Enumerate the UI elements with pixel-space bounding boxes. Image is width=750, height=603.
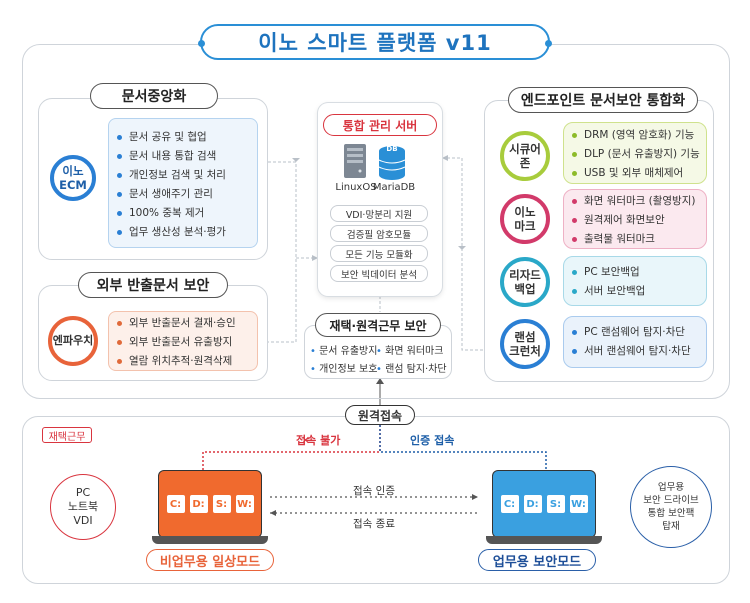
- doc-central-label: 문서중앙화: [90, 83, 218, 109]
- external-doc-list: 외부 반출문서 결재·승인 외부 반출문서 유출방지 열람 위치추적·원격삭제: [115, 314, 257, 371]
- db-icon-label: DB: [386, 145, 398, 153]
- list-item: 문서 내용 통합 검색: [115, 147, 257, 166]
- server-title: 통합 관리 서버: [323, 114, 437, 136]
- ransom-cruncher-list-box: PC 랜섬웨어 탐지·차단 서버 랜섬웨어 탐지·차단: [563, 316, 707, 368]
- connection-auth-label: 접속 인증: [353, 485, 395, 497]
- list-item: • 화면 워터마크: [376, 345, 444, 357]
- list-item: 외부 반출문서 결재·승인: [115, 314, 257, 333]
- drive-icon: S:: [212, 495, 231, 513]
- linux-os-label: LinuxOS: [335, 182, 377, 193]
- database-icon: [378, 146, 406, 180]
- list-item: 서버 보안백업: [570, 282, 706, 301]
- remote-work-label: 재택·원격근무 보안: [315, 313, 441, 337]
- securezone-badge: 시큐어존: [500, 131, 550, 181]
- list-item: USB 및 외부 매체제어: [570, 164, 706, 183]
- drive-icon: S:: [546, 495, 565, 513]
- drive-icon: W:: [569, 495, 588, 513]
- doc-central-list-box: 문서 공유 및 협업 문서 내용 통합 검색 개인정보 검색 및 처리 문서 생…: [108, 118, 258, 248]
- list-item: • 랜섬 탐지·차단: [376, 363, 447, 375]
- list-item: 원격제어 화면보안: [570, 211, 706, 230]
- remote-access-label: 원격접속: [345, 405, 415, 425]
- drive-icon: D:: [189, 495, 208, 513]
- auth-access-label: 인증 접속: [410, 434, 455, 447]
- platform-title: 이노 스마트 플랫폼 v11: [198, 24, 552, 60]
- home-work-tag: 재택근무: [42, 427, 92, 443]
- list-item: 문서 공유 및 협업: [115, 128, 257, 147]
- connection-end-label: 접속 종료: [353, 518, 395, 530]
- mariadb-label: MariaDB: [372, 182, 416, 193]
- doc-central-list: 문서 공유 및 협업 문서 내용 통합 검색 개인정보 검색 및 처리 문서 생…: [115, 128, 257, 242]
- access-blocked-label: 접속 불가: [296, 434, 341, 447]
- list-item: 외부 반출문서 유출방지: [115, 333, 257, 352]
- server-feature: VDI·망분리 지원: [330, 205, 428, 222]
- list-item: DRM (영역 암호화) 기능: [570, 126, 706, 145]
- list-item: 업무 생산성 분석·평가: [115, 223, 257, 242]
- list-item: • 문서 유출방지: [310, 345, 378, 357]
- secure-drive-badge: 업무용 보안 드라이브 통합 보안팩 탑재: [630, 466, 712, 548]
- drive-icon: D:: [523, 495, 542, 513]
- list-item: • 개인정보 보호: [310, 363, 378, 375]
- ino-ecm-badge: 이노 ECM: [50, 155, 96, 201]
- personal-laptop: C: D: S: W:: [152, 470, 268, 548]
- list-item: 100% 중복 제거: [115, 204, 257, 223]
- drive-icon: C:: [500, 495, 519, 513]
- list-item: PC 보안백업: [570, 263, 706, 282]
- laptop-screen: C: D: S: W:: [493, 471, 595, 537]
- ransom-cruncher-badge: 랜섬 크런처: [500, 319, 550, 369]
- inomark-list-box: 화면 워터마크 (촬영방지) 원격제어 화면보안 출력물 워터마크: [563, 189, 707, 249]
- enpouch-badge: 엔파우치: [48, 316, 98, 366]
- laptop-screen: C: D: S: W:: [159, 471, 261, 537]
- list-item: 개인정보 검색 및 처리: [115, 166, 257, 185]
- external-doc-label: 외부 반출문서 보안: [78, 272, 228, 298]
- inomark-badge: 이노 마크: [500, 194, 550, 244]
- securezone-list-box: DRM (영역 암호화) 기능 DLP (문서 유출방지) 기능 USB 및 외…: [563, 122, 707, 184]
- lizard-backup-badge: 리자드 백업: [500, 257, 550, 307]
- server-feature: 검증필 암호모듈: [330, 225, 428, 242]
- work-laptop: C: D: S: W:: [486, 470, 602, 548]
- server-feature: 보안 빅데이터 분석: [330, 265, 428, 282]
- external-doc-list-box: 외부 반출문서 결재·승인 외부 반출문서 유출방지 열람 위치추적·원격삭제: [108, 311, 258, 371]
- home-work-frame: [22, 416, 730, 584]
- linux-server-icon: [344, 144, 366, 178]
- server-feature: 모든 기능 모듈화: [330, 245, 428, 262]
- list-item: 화면 워터마크 (촬영방지): [570, 192, 706, 211]
- drive-icon: C:: [166, 495, 185, 513]
- endpoint-label: 엔드포인트 문서보안 통합화: [508, 87, 698, 113]
- pc-laptop-vdi-badge: PC 노트북 VDI: [50, 474, 116, 540]
- lizard-backup-list-box: PC 보안백업 서버 보안백업: [563, 256, 707, 306]
- list-item: 열람 위치추적·원격삭제: [115, 352, 257, 371]
- list-item: DLP (문서 유출방지) 기능: [570, 145, 706, 164]
- list-item: 서버 랜섬웨어 탐지·차단: [570, 342, 706, 361]
- list-item: 문서 생애주기 관리: [115, 185, 257, 204]
- svg-text:✕: ✕: [301, 434, 310, 447]
- remote-work-items: • 문서 유출방지 • 화면 워터마크 • 개인정보 보호 • 랜섬 탐지·차단: [310, 340, 450, 376]
- personal-mode-label: 비업무용 일상모드: [146, 549, 274, 571]
- secure-mode-label: 업무용 보안모드: [478, 549, 596, 571]
- list-item: PC 랜섬웨어 탐지·차단: [570, 323, 706, 342]
- drive-icon: W:: [235, 495, 254, 513]
- list-item: 출력물 워터마크: [570, 230, 706, 249]
